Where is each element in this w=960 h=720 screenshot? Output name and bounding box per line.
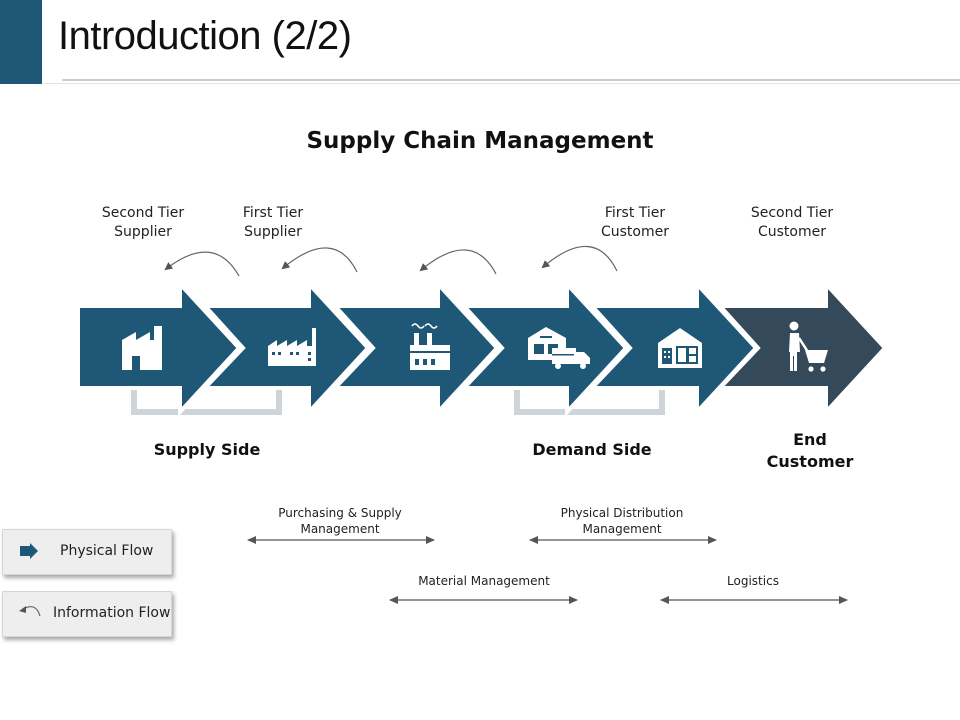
header-accent-block [0, 0, 42, 84]
title-divider [62, 79, 960, 81]
shopper-cart-icon [789, 321, 828, 372]
factory-icon [122, 326, 162, 370]
diagram-title: Supply Chain Management [306, 128, 654, 154]
information-flow-arc [419, 249, 497, 275]
legend-physical-flow-label: Physical Flow [60, 543, 154, 559]
legend-information-flow-label: Information Flow [53, 605, 171, 621]
supply-side-bracket [131, 388, 282, 415]
plant-icon [410, 323, 450, 370]
information-flow-arc [541, 245, 618, 272]
physical-flow-arrow-icon [20, 543, 38, 559]
information-flow-arc [281, 247, 358, 273]
range-label-logistics: Logistics [727, 574, 779, 588]
factory-row-icon [268, 328, 316, 366]
supply-side-label: Supply Side [153, 440, 261, 459]
range-label-material: Material Management [418, 574, 550, 588]
title-divider-secondary [44, 83, 960, 84]
information-flow-arc [164, 251, 240, 277]
information-flow-arc-icon [19, 606, 41, 617]
store-icon [658, 328, 702, 368]
legend-information-flow: Information Flow [2, 591, 172, 637]
demand-side-label: Demand Side [532, 440, 652, 459]
warehouse-truck-icon [528, 327, 590, 369]
demand-side-bracket [514, 388, 665, 415]
legend-physical-flow: Physical Flow [2, 529, 172, 575]
page-title: Introduction (2/2) [58, 14, 352, 58]
